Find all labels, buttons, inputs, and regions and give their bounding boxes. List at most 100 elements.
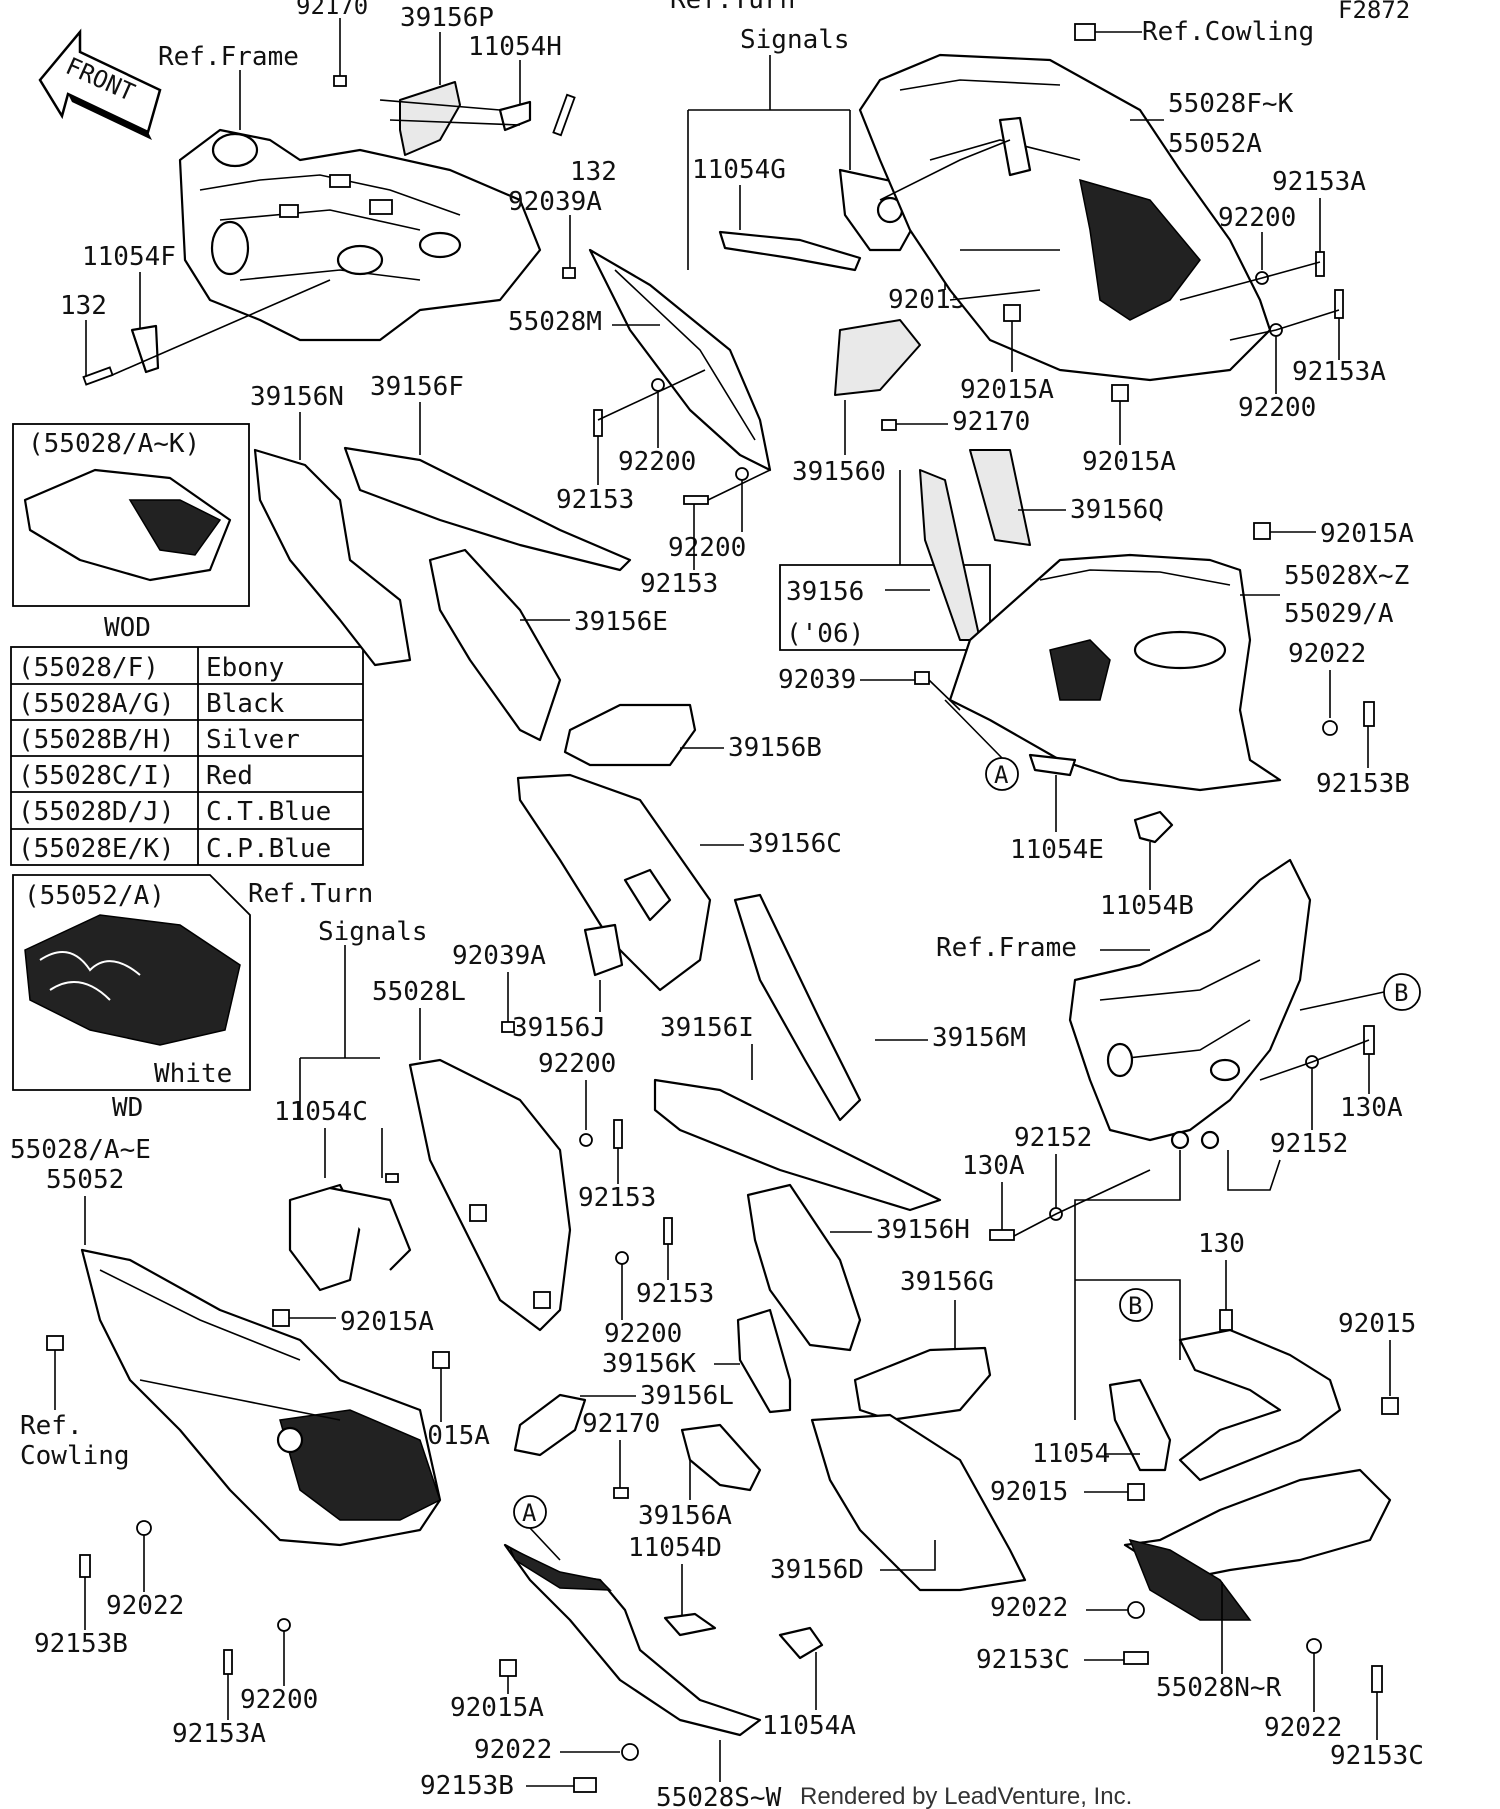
label-55029-A: 55029/A: [1284, 599, 1394, 629]
lower-cowl-left: [80, 1248, 442, 1547]
inset-bottom-color: White: [154, 1059, 232, 1089]
table-row: Red: [206, 761, 253, 791]
front-arrow-icon: FRONT: [38, 28, 162, 140]
label-92153-c: 92153: [578, 1183, 656, 1213]
label-92153C-b: 92153C: [1330, 1741, 1424, 1771]
table-row: (55028/F): [18, 653, 159, 683]
color-table: (55028/F) Ebony (55028A/G) Black (55028B…: [10, 646, 364, 866]
inset-bottom-caption: WD: [112, 1093, 143, 1123]
label-92200-b: 92200: [1238, 393, 1316, 423]
label-39156H: 39156H: [876, 1215, 970, 1245]
panel-39156B: [563, 703, 697, 767]
label-39156B: 39156B: [728, 733, 822, 763]
label-55028N-R: 55028N~R: [1156, 1673, 1282, 1703]
label-92152-a: 92152: [1270, 1129, 1348, 1159]
label-39156P: 39156P: [400, 3, 494, 33]
label-92200-g: 92200: [240, 1685, 318, 1715]
part-39156L: [513, 1393, 587, 1457]
label-11054D: 11054D: [628, 1533, 722, 1563]
lower-panel-55028S-W: [503, 1543, 762, 1737]
label-55028F-K: 55028F~K: [1168, 89, 1294, 119]
label-55028M: 55028M: [508, 307, 602, 337]
label-132-b: 132: [60, 291, 107, 321]
label-92200-c: 92200: [618, 447, 696, 477]
label-92039: 92039: [778, 665, 856, 695]
label-92153-a: 92153: [556, 485, 634, 515]
label-11054C: 11054C: [274, 1097, 368, 1127]
label-06: ('06): [786, 619, 864, 649]
table-row: (55028C/I): [18, 761, 175, 791]
label-92015A-g: 92015A: [450, 1693, 544, 1723]
inner-panel-55028M: [588, 248, 772, 472]
table-row: C.T.Blue: [206, 797, 331, 827]
label-92200-d: 92200: [668, 533, 746, 563]
table-row: Ebony: [206, 653, 284, 683]
marker-B-top: B: [1394, 979, 1408, 1007]
panel-55028L: [408, 1058, 572, 1332]
label-92153B-c: 92153B: [420, 1771, 514, 1801]
inset-top-caption: WOD: [104, 613, 151, 643]
label-92022-c: 92022: [474, 1735, 552, 1765]
label-132-a: 132: [570, 157, 617, 187]
label-55028L: 55028L: [372, 977, 466, 1007]
frame-top: [178, 128, 542, 342]
label-92039A-a: 92039A: [508, 187, 602, 217]
label-39156D: 39156D: [770, 1555, 864, 1585]
panel-39156M: [733, 893, 862, 1122]
panel-39156N: [253, 448, 412, 667]
inset-bottom-title: (55052/A): [24, 881, 165, 911]
label-92152-b: 92152: [1014, 1123, 1092, 1153]
label-39156N: 39156N: [250, 382, 344, 412]
label-130A-a: 130A: [1340, 1093, 1403, 1123]
label-39156M: 39156M: [932, 1023, 1026, 1053]
label-92153B-a: 92153B: [1316, 769, 1410, 799]
label-92153C-a: 92153C: [976, 1645, 1070, 1675]
label-92200-e: 92200: [538, 1049, 616, 1079]
label-92170-top: 92170: [296, 0, 368, 20]
label-11054A: 11054A: [762, 1711, 856, 1741]
label-39156A: 39156A: [638, 1501, 732, 1531]
lower-panel-55028N-R: [1123, 1468, 1392, 1621]
bracket-11054: [1108, 1328, 1342, 1482]
panel-39156F: [343, 446, 632, 572]
label-ref-cowling-bot-2: Cowling: [20, 1441, 130, 1471]
part-39156K: [736, 1308, 792, 1414]
label-39156L: 39156L: [640, 1381, 734, 1411]
label-39156E: 39156E: [574, 607, 668, 637]
label-92015A-b: 92015A: [960, 375, 1054, 405]
label-92200-f: 92200: [604, 1319, 682, 1349]
table-row: Silver: [206, 725, 300, 755]
inset-top: (55028/A~K) WOD: [12, 423, 250, 643]
label-ref-turn-signals-top: Ref.Turn: [670, 0, 795, 15]
label-92170-c: 92170: [582, 1409, 660, 1439]
label-92022-d: 92022: [990, 1593, 1068, 1623]
label-92153-b: 92153: [640, 569, 718, 599]
table-row: (55028E/K): [18, 834, 175, 864]
label-39156-06: 39156: [786, 577, 864, 607]
label-92153A-c: 92153A: [172, 1719, 266, 1749]
label-39156G: 39156G: [900, 1267, 994, 1297]
label-55028S-W: 55028S~W: [656, 1783, 782, 1809]
inset-bottom: (55052/A) White WD: [12, 874, 251, 1123]
label-11054B: 11054B: [1100, 891, 1194, 921]
panel-39156G: [853, 1346, 992, 1422]
label-11054F: 11054F: [82, 242, 176, 272]
marker-B-bottom: B: [1128, 1292, 1142, 1320]
label-11054G: 11054G: [692, 155, 786, 185]
label-39156J: 39156J: [512, 1013, 606, 1043]
label-55052A: 55052A: [1168, 129, 1262, 159]
label-55028-AE: 55028/A~E: [10, 1135, 151, 1165]
label-55052: 55052: [46, 1165, 124, 1195]
figure-code: F2872: [1338, 0, 1410, 24]
label-39156Q: 39156Q: [1070, 495, 1164, 525]
label-11054H: 11054H: [468, 32, 562, 62]
label-ref-turn-signals-mid: Ref.Turn: [248, 879, 373, 909]
bracket-11054C: [288, 1183, 362, 1292]
label-92022-e: 92022: [1264, 1713, 1342, 1743]
label-ref-frame-mid: Ref.Frame: [936, 933, 1077, 963]
table-row: (55028B/H): [18, 725, 175, 755]
label-92200-a: 92200: [1218, 203, 1296, 233]
frame-bottom: [1068, 858, 1312, 1150]
marker-A-top: A: [994, 761, 1009, 789]
